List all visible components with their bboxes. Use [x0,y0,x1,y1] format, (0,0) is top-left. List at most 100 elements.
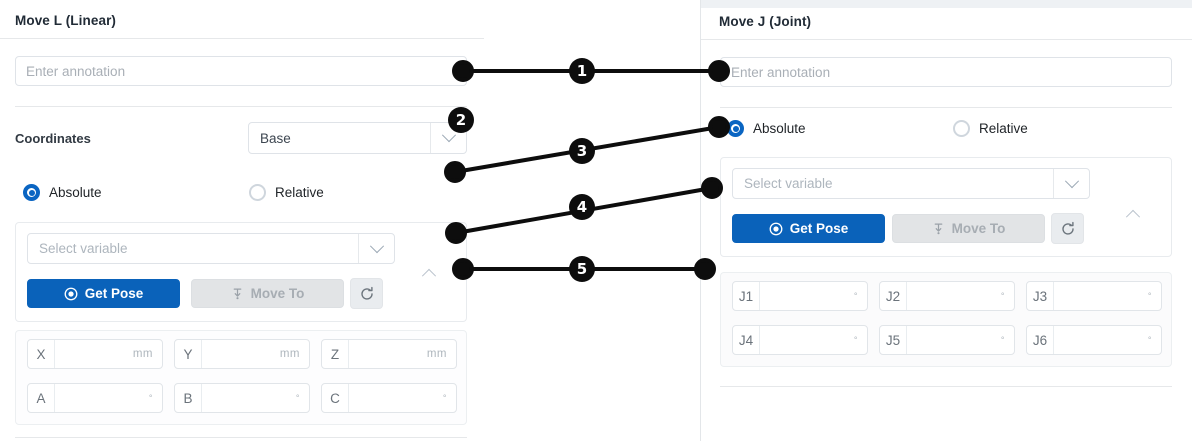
field-z-label: Z [322,340,349,368]
refresh-icon [360,286,373,300]
field-j5[interactable]: J5 ° [879,325,1015,355]
field-z[interactable]: Z mm [321,339,457,369]
divider-annotation-right [720,107,1172,108]
refresh-button[interactable] [350,278,383,309]
field-b-unit: ° [295,393,300,403]
field-j3-unit: ° [1147,291,1152,301]
radio-absolute-label: Absolute [49,185,102,200]
coordinates-select-value: Base [260,130,291,146]
divider-annotation [15,106,467,107]
callout-5: 5 [569,256,595,282]
move-to-label: Move To [250,286,305,301]
move-down-icon [934,223,942,234]
get-pose-label: Get Pose [84,286,144,301]
field-x-label: X [28,340,55,368]
field-j2-unit: ° [1000,291,1005,301]
divider-title [0,38,484,39]
target-icon [769,222,783,235]
callout-4: 4 [569,194,595,220]
field-j6[interactable]: J6 ° [1026,325,1162,355]
divider-bottom-right [720,386,1172,387]
move-j-panel: Move J (Joint) Enter annotation Absolute… [700,0,1192,441]
field-j2-label: J2 [880,282,907,310]
coordinates-select[interactable]: Base [248,122,467,154]
field-j4-label: J4 [733,326,760,354]
field-j4-unit: ° [853,335,858,345]
field-c-unit: ° [442,393,447,403]
field-y-unit: mm [279,348,300,360]
radio-relative-right[interactable]: Relative [953,120,1028,137]
field-b-label: B [175,384,202,412]
field-c-input[interactable]: ° [349,384,456,412]
joint-values-card: J1 ° J2 ° J3 ° J4 ° [720,272,1172,367]
field-y-input[interactable]: mm [202,340,309,368]
radio-relative-label-right: Relative [979,121,1028,136]
get-pose-button[interactable]: Get Pose [27,279,180,308]
field-c-label: C [322,384,349,412]
field-j4[interactable]: J4 ° [732,325,868,355]
divider-bottom-left [15,437,467,438]
field-j1-unit: ° [853,291,858,301]
field-j1-input[interactable]: ° [760,282,867,310]
annotation-input[interactable]: Enter annotation [15,56,467,86]
field-j1[interactable]: J1 ° [732,281,868,311]
variable-select-placeholder-right: Select variable [744,176,833,191]
collapse-toggle-left[interactable] [420,264,438,283]
chevron-down-icon [358,234,394,263]
collapse-toggle-right[interactable] [1124,205,1142,224]
field-a-label: A [28,384,55,412]
move-down-icon [233,288,241,299]
coordinates-label: Coordinates [15,131,91,146]
variable-select-right[interactable]: Select variable [732,168,1090,199]
annotation-placeholder-right: Enter annotation [731,64,831,80]
radio-absolute[interactable]: Absolute [23,184,249,201]
radio-relative[interactable]: Relative [249,184,324,201]
chevron-down-icon [430,123,466,153]
target-icon [64,287,78,300]
field-y[interactable]: Y mm [174,339,310,369]
field-j3-label: J3 [1027,282,1054,310]
move-to-button[interactable]: Move To [191,279,344,308]
annotation-input-right[interactable]: Enter annotation [720,57,1172,87]
chevron-up-icon [421,268,437,283]
field-z-unit: mm [426,348,447,360]
get-pose-button-right[interactable]: Get Pose [732,214,885,243]
field-j3-input[interactable]: ° [1054,282,1161,310]
field-j5-label: J5 [880,326,907,354]
field-a-input[interactable]: ° [55,384,162,412]
radio-relative-icon [953,120,970,137]
field-x-input[interactable]: mm [55,340,162,368]
field-j3[interactable]: J3 ° [1026,281,1162,311]
chevron-down-icon [1053,169,1089,198]
field-z-input[interactable]: mm [349,340,456,368]
callout-3: 3 [569,138,595,164]
field-j6-input[interactable]: ° [1054,326,1161,354]
refresh-button-right[interactable] [1051,213,1084,244]
variable-select[interactable]: Select variable [27,233,395,264]
field-j2-input[interactable]: ° [907,282,1014,310]
right-panel-top-strip [701,0,1192,8]
field-a[interactable]: A ° [27,383,163,413]
radio-relative-label: Relative [275,185,324,200]
move-to-button-right[interactable]: Move To [892,214,1045,243]
get-pose-label-right: Get Pose [789,221,849,236]
field-j4-input[interactable]: ° [760,326,867,354]
chevron-up-icon [1125,209,1141,224]
field-b[interactable]: B ° [174,383,310,413]
field-j2[interactable]: J2 ° [879,281,1015,311]
field-j1-label: J1 [733,282,760,310]
pose-card-right: Select variable Get Pose Move To [720,157,1172,257]
callout-1: 1 [569,58,595,84]
field-b-input[interactable]: ° [202,384,309,412]
radio-absolute-right[interactable]: Absolute [727,120,953,137]
pose-card: Select variable Get Pose Move To [15,222,467,322]
radio-absolute-icon [23,184,40,201]
field-j5-input[interactable]: ° [907,326,1014,354]
field-c[interactable]: C ° [321,383,457,413]
field-j5-unit: ° [1000,335,1005,345]
radio-absolute-icon [727,120,744,137]
refresh-icon [1061,221,1074,235]
move-j-title: Move J (Joint) [719,14,812,29]
field-x[interactable]: X mm [27,339,163,369]
